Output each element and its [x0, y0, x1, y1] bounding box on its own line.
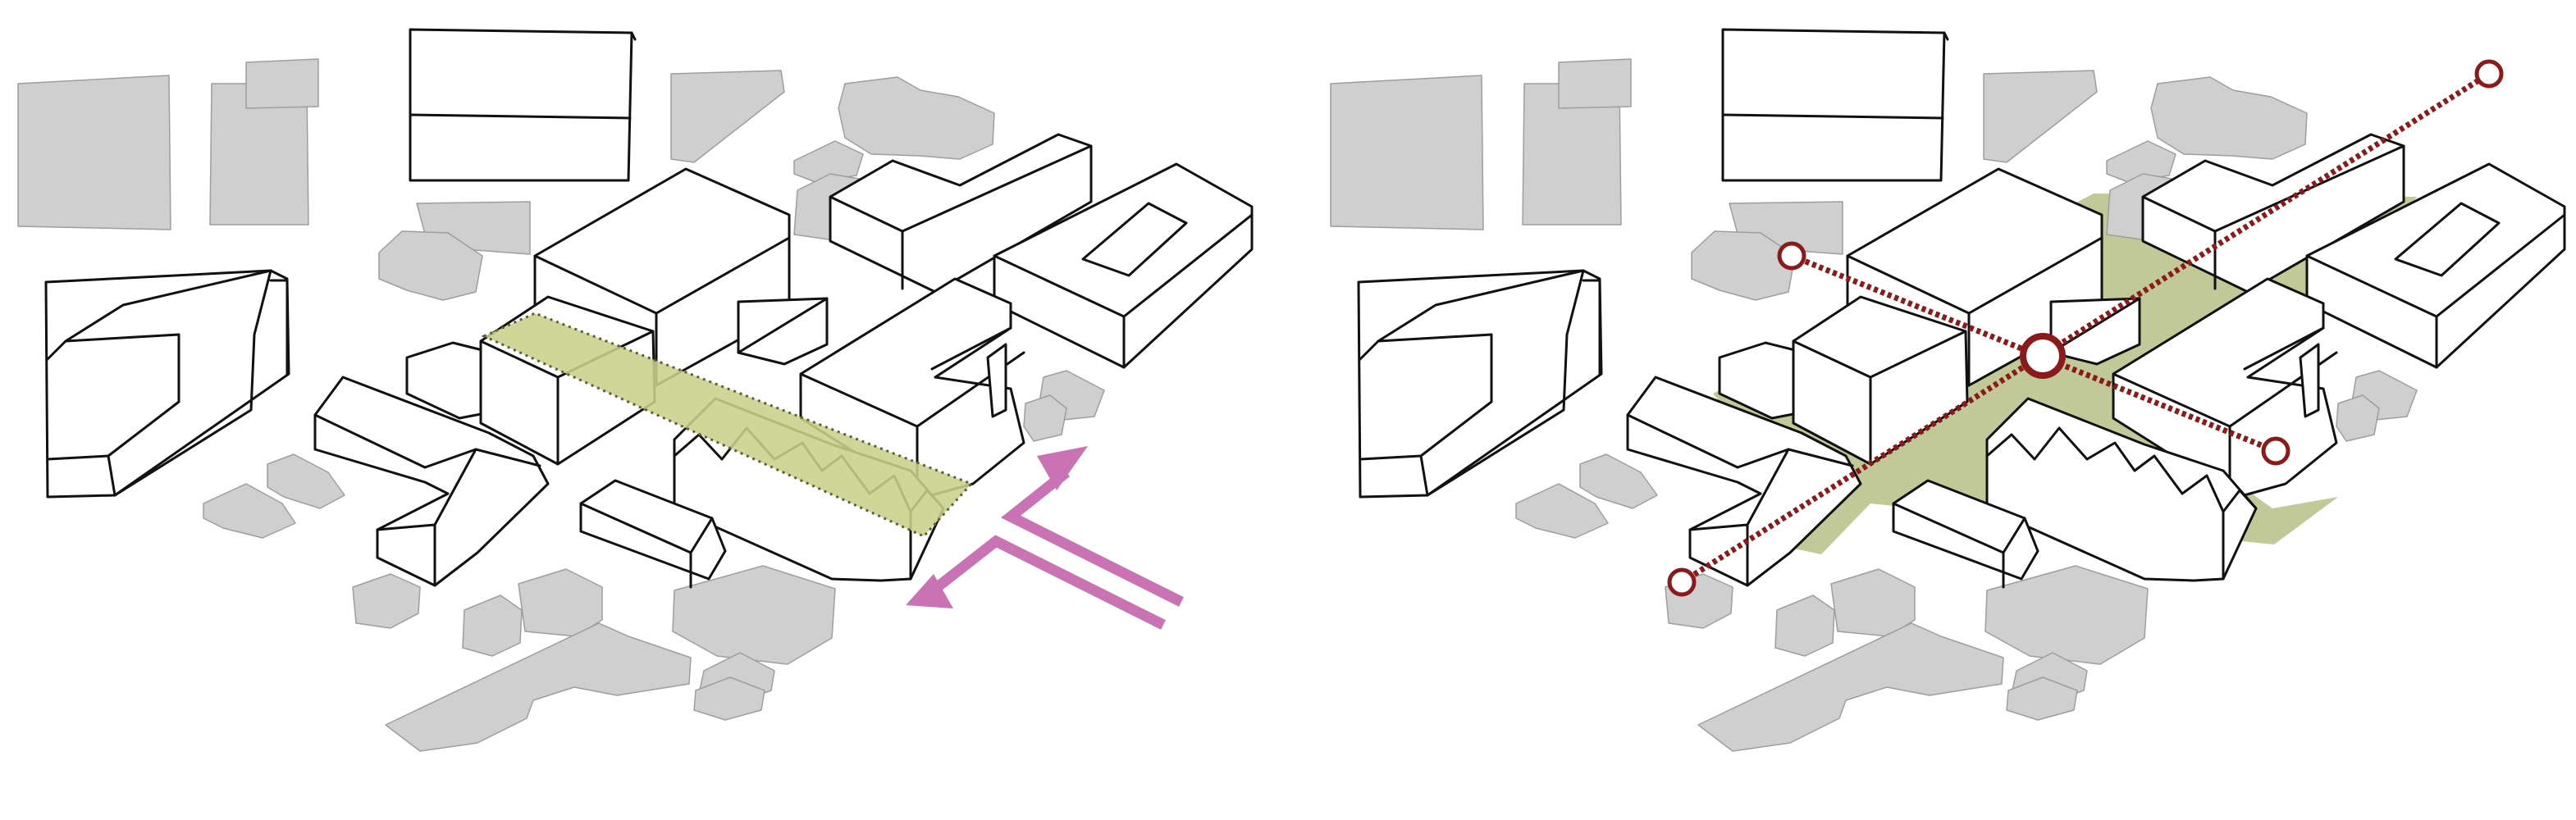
- axis-node-southeast: [2261, 436, 2291, 466]
- axis-node-west: [1777, 241, 1806, 271]
- right-panel: [1330, 28, 2566, 752]
- access-arrow-west: [931, 535, 1166, 630]
- axis-node-northeast: [2474, 59, 2504, 89]
- axis-node-southwest: [1667, 567, 1697, 597]
- arrow-head-north: [1037, 446, 1088, 490]
- left-panel: [17, 28, 1254, 752]
- green-zone-strip: [481, 312, 974, 538]
- access-arrows: [906, 446, 1184, 630]
- central-hub-node: [2020, 333, 2066, 379]
- main-diagonal-axis: [1680, 71, 2491, 585]
- arrow-head-west: [906, 574, 953, 608]
- access-arrow-north: [1000, 467, 1184, 607]
